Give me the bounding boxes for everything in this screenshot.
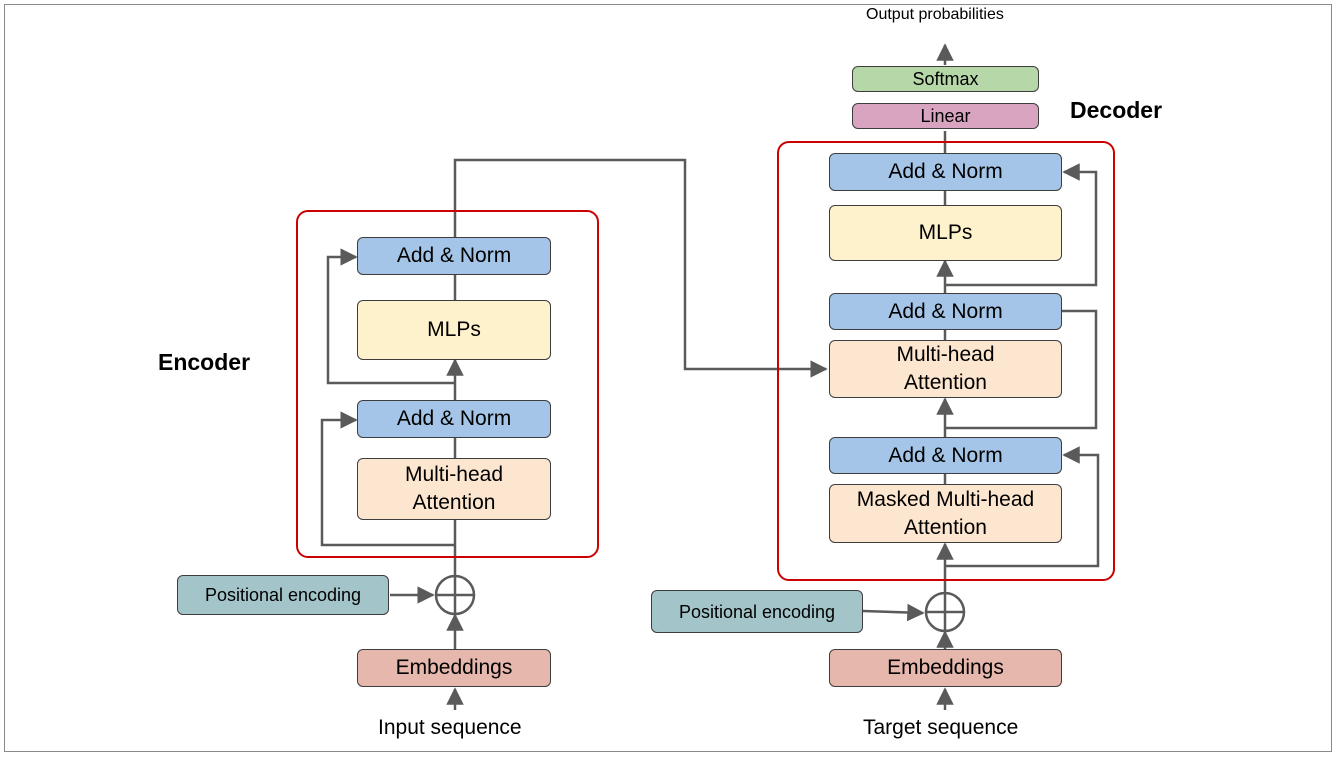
output-probabilities-label: Output probabilities: [866, 6, 1004, 23]
decoder-multi-head-attention: Multi-head Attention: [829, 340, 1062, 398]
encoder-block: [296, 210, 599, 558]
diagram-frame: [4, 4, 1332, 752]
decoder-masked-multi-head-attention: Masked Multi-head Attention: [829, 484, 1062, 543]
decoder-add-norm-top: Add & Norm: [829, 153, 1062, 191]
input-sequence-label: Input sequence: [378, 716, 522, 739]
decoder-block: [777, 141, 1115, 581]
encoder-multi-head-attention: Multi-head Attention: [357, 458, 551, 520]
encoder-positional-encoding: Positional encoding: [177, 575, 389, 615]
encoder-embeddings: Embeddings: [357, 649, 551, 687]
decoder-add-norm-mid: Add & Norm: [829, 293, 1062, 330]
enc-to-dec-link: [453, 158, 828, 378]
decoder-softmax: Softmax: [852, 66, 1039, 92]
decoder-add-norm-bottom: Add & Norm: [829, 437, 1062, 474]
target-sequence-label: Target sequence: [863, 716, 1019, 739]
dec-residual-3: [945, 163, 1098, 287]
dec-pos-to-sum: [862, 603, 925, 622]
dec-residual-1: [945, 446, 1100, 568]
decoder-positional-encoding: Positional encoding: [651, 590, 863, 633]
enc-residual-1: [320, 411, 455, 547]
encoder-add-norm-bottom: Add & Norm: [357, 400, 551, 438]
encoder-heading: Encoder: [158, 349, 251, 375]
decoder-heading: Decoder: [1070, 97, 1163, 123]
dec-residual-2: [945, 309, 1098, 430]
enc-residual-2: [326, 248, 455, 385]
decoder-linear: Linear: [852, 103, 1039, 129]
decoder-embeddings: Embeddings: [829, 649, 1062, 687]
encoder-add-norm-top: Add & Norm: [357, 237, 551, 275]
encoder-mlps: MLPs: [357, 300, 551, 360]
decoder-mlps: MLPs: [829, 205, 1062, 261]
